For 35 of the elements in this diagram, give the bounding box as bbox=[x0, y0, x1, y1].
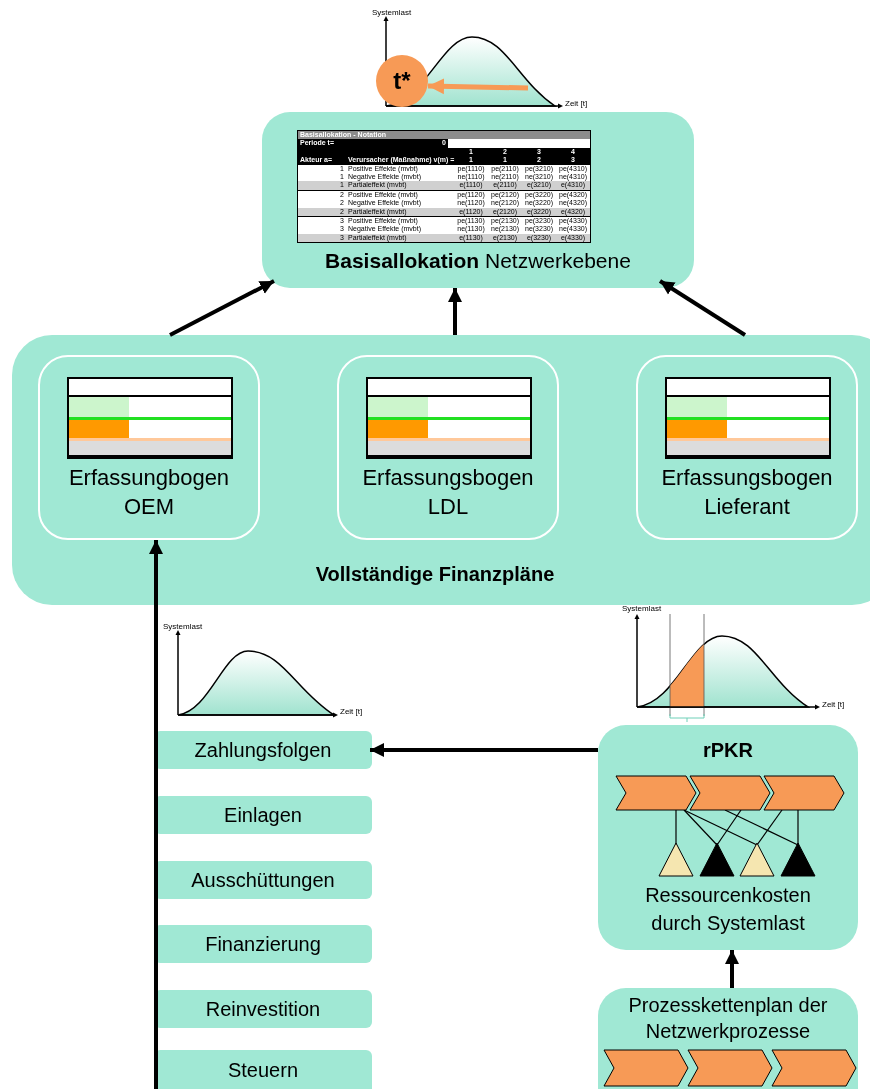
arrow bbox=[427, 78, 529, 95]
box-label: Reinvestition bbox=[205, 997, 321, 1022]
arrow bbox=[658, 279, 747, 337]
allocation-panel bbox=[262, 112, 694, 288]
box-label: Finanzierung bbox=[205, 932, 321, 957]
axis-label: Zeit [t] bbox=[340, 707, 363, 716]
form-card bbox=[636, 355, 858, 540]
panel-title: Prozesskettenplan der Netzwerkprozesse bbox=[627, 993, 829, 1044]
arrow bbox=[370, 743, 598, 757]
axis-label: Zeit [t] bbox=[822, 700, 845, 709]
card-title: Erfassungsbogen Lieferant bbox=[660, 464, 834, 521]
band-title: Vollständige Finanzpläne bbox=[314, 562, 556, 587]
panel-caption: Ressourcenkosten durch Systemlast bbox=[644, 883, 812, 936]
arrow bbox=[725, 950, 739, 988]
axis-label: Systemlast bbox=[622, 604, 662, 613]
arrow bbox=[169, 279, 275, 337]
box-label: Steuern bbox=[227, 1057, 299, 1083]
financial-plans-band bbox=[12, 335, 870, 605]
card-title: Erfassungsbogen LDL bbox=[361, 464, 535, 521]
panel-title: Basisallokation Netzwerkebene bbox=[324, 247, 632, 274]
cost-panel bbox=[598, 725, 858, 950]
form-card bbox=[337, 355, 559, 540]
box-label: Zahlungsfolgen bbox=[194, 738, 332, 763]
card-title: Erfassungbogen OEM bbox=[67, 464, 231, 521]
circle-label: t* bbox=[393, 66, 411, 96]
axis-label: Systemlast bbox=[163, 622, 203, 631]
axis-label: Zeit [t] bbox=[565, 99, 588, 108]
box-label: Einlagen bbox=[224, 803, 302, 828]
form-card bbox=[38, 355, 260, 540]
axis-label: Systemlast bbox=[372, 8, 412, 17]
arrow bbox=[448, 288, 462, 335]
box-label: Ausschüttungen bbox=[191, 868, 335, 893]
process-chain-panel bbox=[598, 988, 858, 1089]
arrow bbox=[149, 540, 163, 1089]
panel-title: rPKR bbox=[702, 738, 754, 763]
